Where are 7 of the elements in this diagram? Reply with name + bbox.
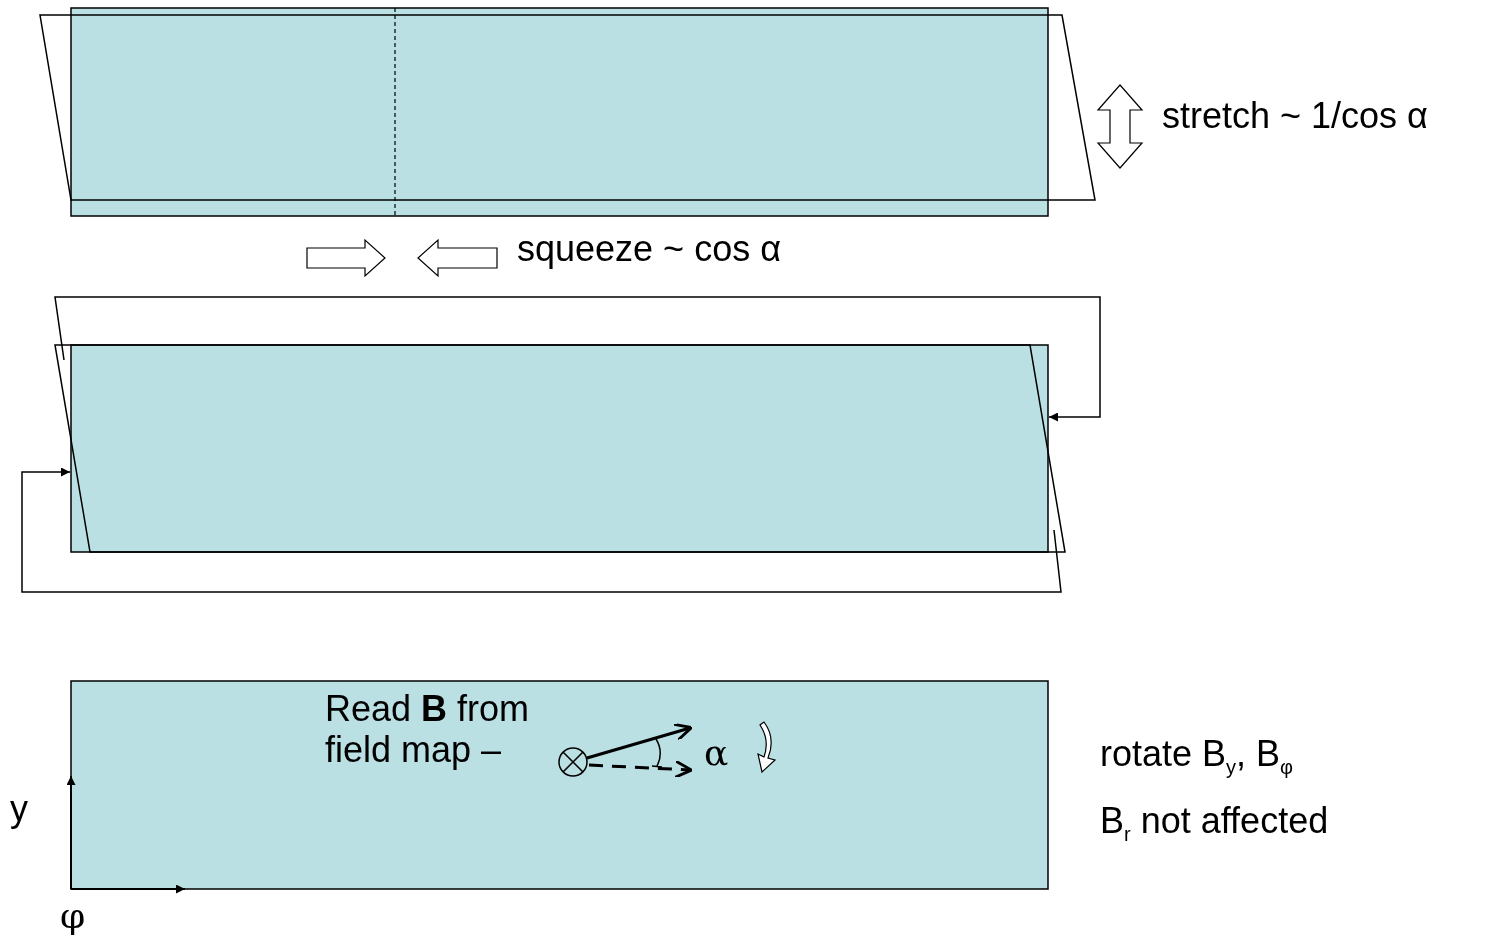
annotation-text: Read B from field map –: [325, 688, 531, 770]
annotation-text: squeeze ~ cos α: [517, 228, 781, 269]
axis-label: φ: [60, 895, 86, 936]
annotation-text: B$_{r}$ not affected: [1100, 800, 1329, 841]
annotation-text: stretch ~ 1/cos α: [1162, 95, 1428, 136]
axis-label: y: [10, 788, 28, 829]
angle-label: α: [704, 732, 729, 773]
